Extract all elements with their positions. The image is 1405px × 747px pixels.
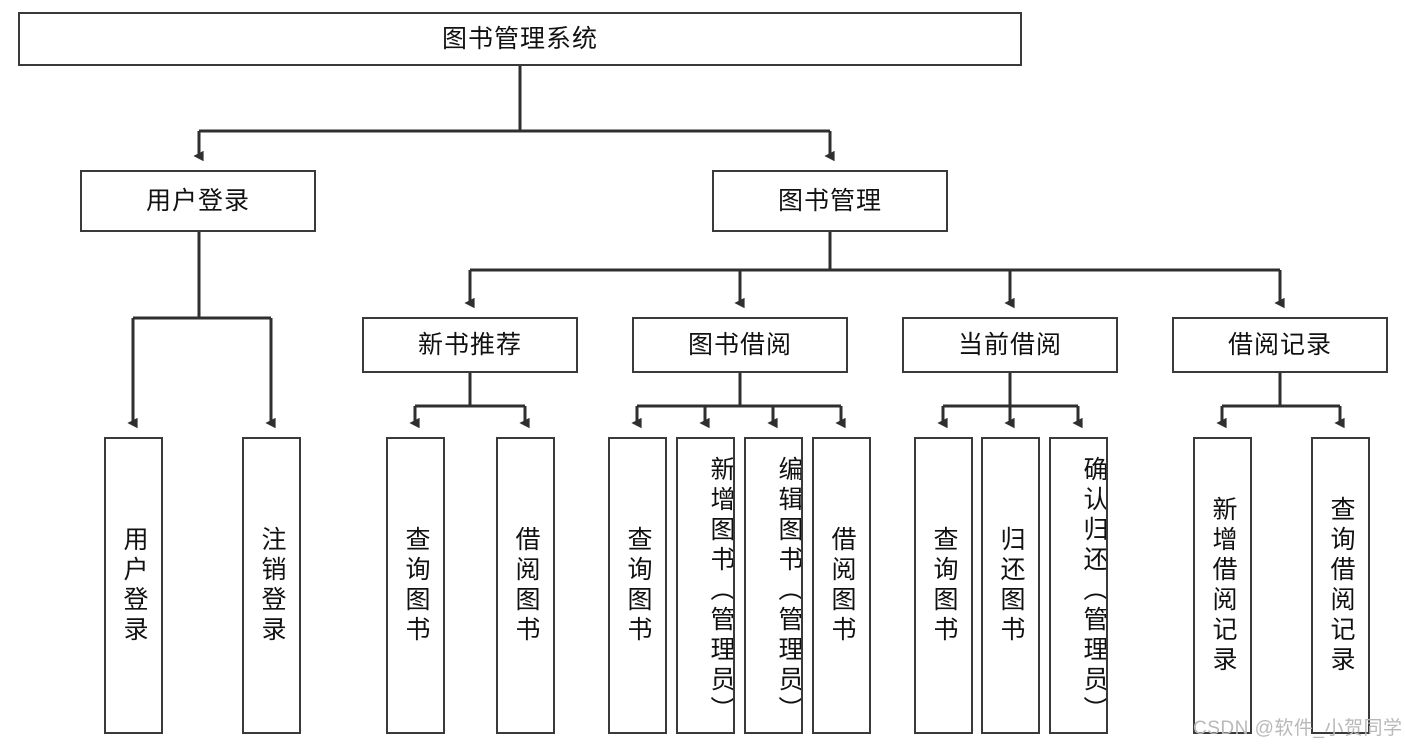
node-label: 查询图书 (624, 525, 652, 646)
leaf-add-book-admin[interactable]: 新增图书（管理员） (676, 437, 735, 734)
node-root-system[interactable]: 图书管理系统 (18, 12, 1022, 66)
node-label: 图书借阅 (687, 330, 792, 359)
node-label: 新增图书（管理员） (707, 455, 735, 726)
node-label: 新增借阅记录 (1209, 495, 1237, 676)
node-book-borrow[interactable]: 图书借阅 (632, 317, 848, 373)
node-label: 注销登录 (258, 525, 286, 646)
node-label: 新书推荐 (417, 330, 522, 359)
leaf-query-book-2[interactable]: 查询图书 (608, 437, 667, 734)
node-label: 图书管理 (777, 186, 882, 215)
node-user-login[interactable]: 用户登录 (80, 170, 316, 232)
leaf-query-borrow-record[interactable]: 查询借阅记录 (1311, 437, 1370, 734)
node-label: 确认归还（管理员） (1080, 455, 1108, 726)
node-label: 借阅记录 (1227, 330, 1332, 359)
leaf-query-book-1[interactable]: 查询图书 (386, 437, 445, 734)
node-new-book-recommend[interactable]: 新书推荐 (362, 317, 578, 373)
node-label: 归还图书 (997, 525, 1025, 646)
node-label: 图书管理系统 (441, 24, 598, 53)
leaf-add-borrow-record[interactable]: 新增借阅记录 (1193, 437, 1252, 734)
node-label: 编辑图书（管理员） (775, 455, 803, 726)
leaf-borrow-book-2[interactable]: 借阅图书 (812, 437, 871, 734)
node-label: 查询借阅记录 (1327, 495, 1355, 676)
leaf-query-book-3[interactable]: 查询图书 (914, 437, 973, 734)
node-book-management[interactable]: 图书管理 (712, 170, 948, 232)
node-label: 借阅图书 (828, 525, 856, 646)
node-label: 当前借阅 (957, 330, 1062, 359)
node-label: 查询图书 (402, 525, 430, 646)
node-label: 借阅图书 (512, 525, 540, 646)
leaf-user-login[interactable]: 用户登录 (104, 437, 163, 734)
leaf-return-book[interactable]: 归还图书 (981, 437, 1040, 734)
node-label: 查询图书 (930, 525, 958, 646)
node-label: 用户登录 (120, 525, 148, 646)
leaf-logout-login[interactable]: 注销登录 (242, 437, 301, 734)
node-current-borrow[interactable]: 当前借阅 (902, 317, 1118, 373)
leaf-borrow-book-1[interactable]: 借阅图书 (496, 437, 555, 734)
node-label: 用户登录 (145, 186, 250, 215)
node-borrow-record[interactable]: 借阅记录 (1172, 317, 1388, 373)
leaf-confirm-return-admin[interactable]: 确认归还（管理员） (1049, 437, 1108, 734)
leaf-edit-book-admin[interactable]: 编辑图书（管理员） (744, 437, 803, 734)
